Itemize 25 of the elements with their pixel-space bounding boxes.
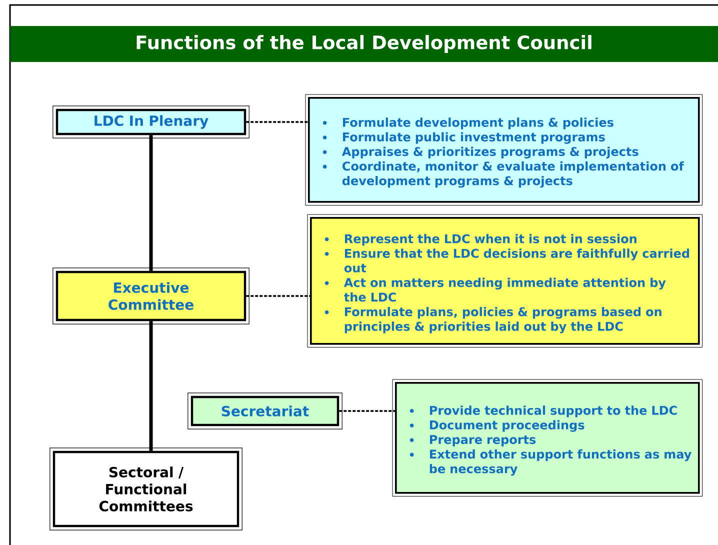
function-list-box (305, 94, 703, 206)
bullet-item: Ensure that the LDC decisions are faithfully carried out (344, 248, 690, 272)
bullet-item: Formulate development plans & policies (343, 118, 614, 130)
bullet-item: Prepare reports (430, 435, 536, 446)
committee-box: LDC In Plenary (52, 106, 250, 138)
function-list-box (307, 214, 703, 348)
bullet-item: Provide technical support to the LDC (430, 406, 677, 418)
bullet-item: Document proceedings (430, 420, 584, 432)
bullet-item: Formulate public investment programs (343, 132, 605, 144)
connector-line (149, 321, 153, 451)
connector-line (339, 410, 395, 412)
bullet-item: Appraises & prioritizes programs & projects (342, 146, 638, 158)
title-banner: Functions of the Local Development Council (10, 26, 718, 62)
committee-box: Secretariat (188, 392, 342, 430)
connector-line (149, 135, 153, 271)
committee-box: Executive Committee (52, 268, 250, 324)
bullet-item: Formulate plans, policies & programs based on principles & priorities laid out by the LDC (344, 306, 662, 334)
function-list-box (392, 379, 703, 497)
connector-line (246, 295, 310, 297)
bullet-item: Extend other support functions as may be necessary (430, 449, 692, 476)
committee-box: Sectoral / Functional Committees (50, 448, 242, 530)
connector-line (246, 121, 308, 123)
bullet-item: Represent the LDC when it is not in session (345, 234, 636, 246)
bullet-item: Act on matters needing immediate attention by the LDC (344, 278, 666, 302)
bullet-item: Coordinate, monitor & evaluate implementation of development programs & projects (342, 161, 684, 188)
